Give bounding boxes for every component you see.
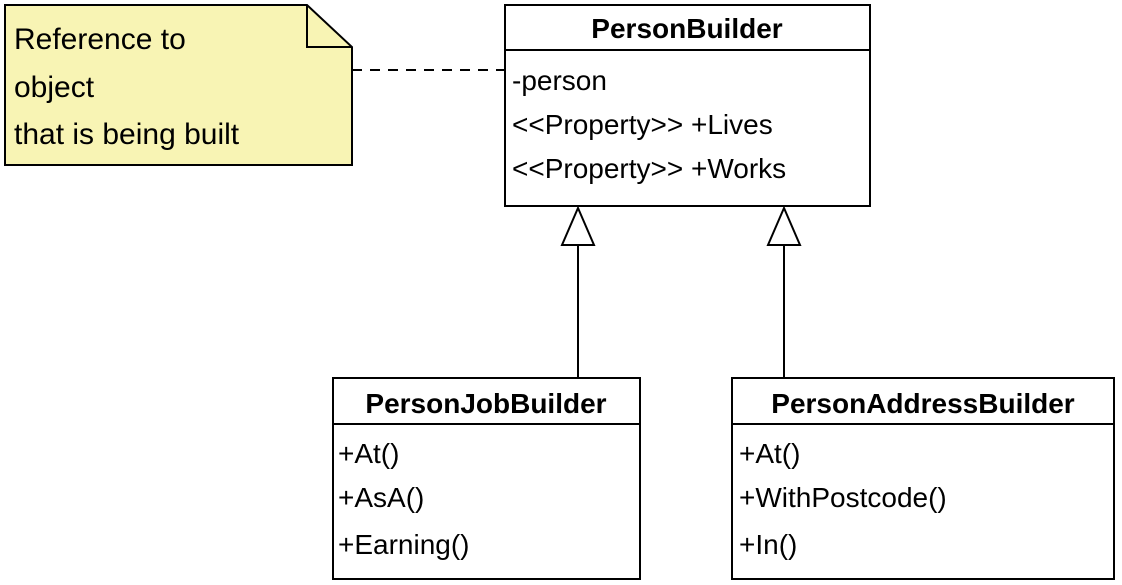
inheritance-arrowhead: [766, 205, 802, 246]
class-name: PersonJobBuilder: [365, 388, 606, 419]
class-member: +Earning(): [338, 529, 470, 560]
class-member: +At(): [338, 438, 399, 469]
class-box: [504, 4, 871, 207]
class-member: +AsA(): [338, 482, 424, 513]
class-member: -person: [512, 65, 607, 96]
class-box: [731, 377, 1115, 580]
note-line-2: object: [14, 71, 95, 104]
class-name: PersonBuilder: [591, 13, 782, 44]
inheritance-address-builder: [766, 205, 802, 378]
note-line-3: that is being built: [14, 118, 240, 151]
class-person-address-builder: PersonAddressBuilder +At() +WithPostcode…: [731, 377, 1115, 580]
class-box: [332, 377, 641, 580]
note-folded-corner: [306, 5, 352, 48]
class-member: +At(): [739, 438, 800, 469]
note-line-1: Reference to: [14, 23, 186, 56]
class-person-job-builder: PersonJobBuilder +At() +AsA() +Earning(): [332, 377, 641, 580]
inheritance-job-builder: [560, 205, 596, 378]
class-member: <<Property>> +Lives: [512, 109, 773, 140]
class-member: +In(): [739, 529, 797, 560]
note: Reference to object that is being built: [4, 4, 353, 166]
class-person-builder: PersonBuilder -person <<Property>> +Live…: [504, 4, 871, 207]
note-shape: [4, 4, 353, 166]
class-member: <<Property>> +Works: [512, 153, 786, 184]
class-name: PersonAddressBuilder: [771, 388, 1075, 419]
inheritance-arrowhead: [560, 205, 596, 246]
class-member: +WithPostcode(): [739, 482, 947, 513]
